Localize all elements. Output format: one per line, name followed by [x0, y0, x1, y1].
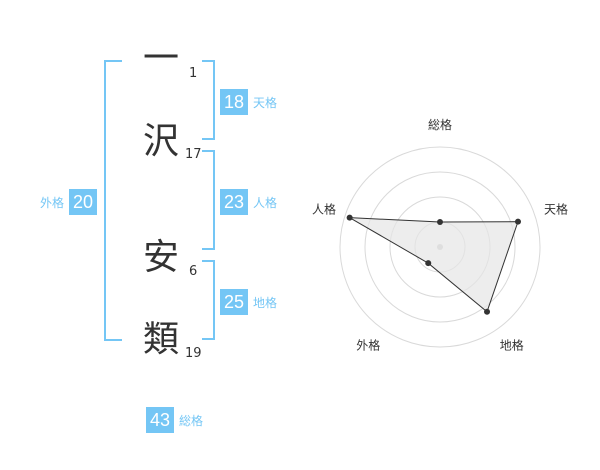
radar-area — [349, 217, 519, 313]
radar-axis-label-3: 外格 — [356, 338, 380, 353]
soukaku-label: 総格 — [179, 413, 204, 428]
tenkaku-badge: 18 天格 — [220, 89, 277, 115]
name-char-1: 一 — [143, 38, 180, 79]
radar-axis-label-1: 天格 — [544, 201, 568, 216]
soukaku-value: 43 — [146, 407, 174, 433]
jinkaku-label: 人格 — [253, 195, 278, 210]
jinkaku-bracket — [202, 150, 215, 250]
stroke-count-3: 6 — [189, 264, 198, 279]
radar-axis-label-0: 総格 — [428, 117, 452, 132]
tenkaku-label: 天格 — [253, 95, 278, 110]
chikaku-badge: 25 地格 — [220, 289, 277, 315]
chikaku-bracket — [202, 260, 215, 340]
soukaku-badge: 43 総格 — [146, 407, 203, 433]
radar-ring-4 — [339, 146, 541, 348]
radar-axis-label-2: 地格 — [500, 338, 524, 353]
name-char-3: 安 — [143, 237, 180, 278]
jinkaku-value: 23 — [220, 189, 248, 215]
jinkaku-badge: 23 人格 — [220, 189, 277, 215]
radar-point-2 — [484, 308, 491, 315]
chikaku-value: 25 — [220, 289, 248, 315]
name-char-4: 類 — [143, 319, 180, 360]
stroke-count-4: 19 — [185, 346, 202, 361]
radar-ring-3 — [364, 171, 516, 323]
radar-point-1 — [514, 218, 521, 225]
gaikaku-value: 20 — [69, 189, 98, 215]
gaikaku-badge: 外格 20 — [40, 189, 98, 215]
stroke-count-2: 17 — [185, 147, 202, 162]
gaikaku-label: 外格 — [40, 195, 65, 210]
radar-point-3 — [425, 260, 432, 267]
radar-point-0 — [437, 219, 443, 225]
name-char-2: 沢 — [143, 121, 180, 162]
tenkaku-bracket — [202, 60, 215, 140]
gaikaku-bracket — [104, 60, 122, 341]
radar-point-4 — [346, 214, 353, 221]
tenkaku-value: 18 — [220, 89, 248, 115]
chikaku-label: 地格 — [253, 295, 278, 310]
radar-axis-label-4: 人格 — [312, 201, 336, 216]
stroke-count-1: 1 — [189, 66, 198, 81]
